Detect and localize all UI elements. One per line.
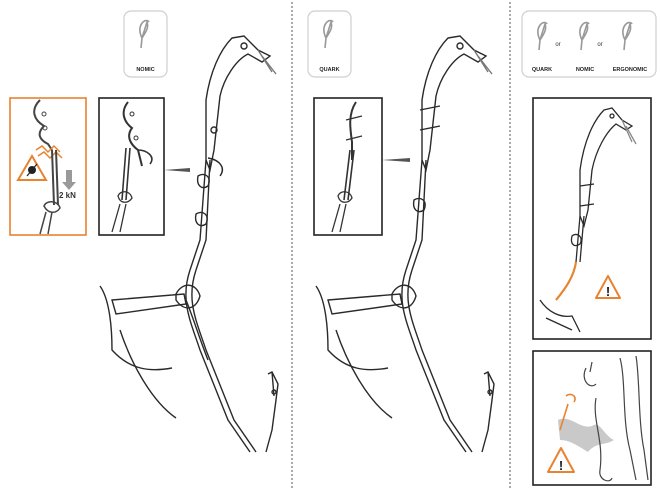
- svg-text:!: !: [606, 284, 610, 299]
- svg-text:!: !: [559, 458, 563, 473]
- tool-label-quark: QUARK: [532, 67, 552, 73]
- tool-label-ergonomic: ERGONOMIC: [613, 67, 648, 73]
- detail-inset-left: [99, 98, 190, 235]
- detail-inset-middle: [314, 98, 410, 235]
- tool-label-quark: QUARK: [319, 67, 339, 73]
- warning-box-lower: !: [533, 351, 651, 485]
- or-text: or: [555, 42, 560, 48]
- or-text: or: [597, 42, 602, 48]
- tool-card-quark: QUARK: [308, 11, 351, 77]
- force-label: 2 kN: [59, 191, 76, 200]
- tool-card-options: or or QUARK NOMIC ERGONOMIC: [522, 11, 656, 77]
- tool-card-nomic: NOMIC: [124, 11, 167, 77]
- tool-label-nomic: NOMIC: [136, 67, 154, 73]
- fall-warning-box: 2 kN: [10, 98, 86, 235]
- tool-label-nomic: NOMIC: [576, 67, 594, 73]
- warning-box-upper: !: [533, 98, 651, 339]
